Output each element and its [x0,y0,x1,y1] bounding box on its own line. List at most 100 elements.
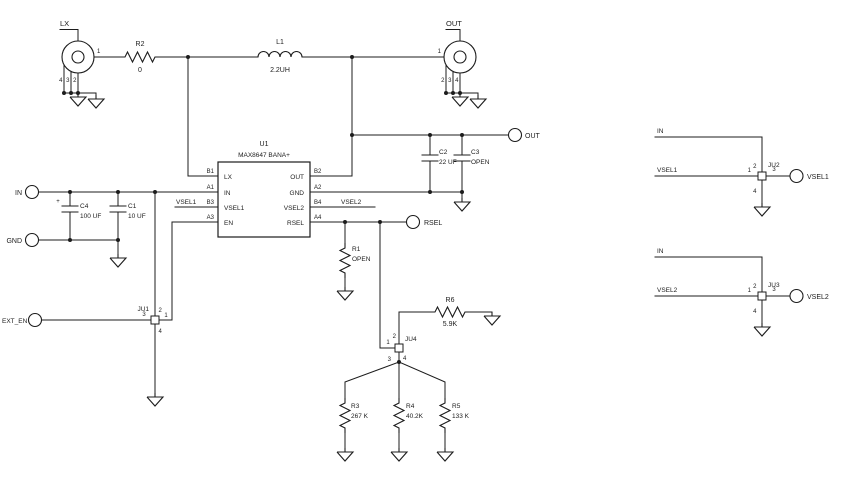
jumper-ju4-pin2: 2 [393,334,397,340]
capacitor-c2-value: 22 UF [439,159,457,166]
capacitor-c3-ref: C3 [471,149,480,156]
resistor-r1-ref: R1 [352,246,361,253]
net-gnd: GND [6,232,127,268]
jumper-ju4-pin1: 1 [386,340,390,346]
pin-designator-a3: A3 [207,215,215,221]
resistor-r6: R6 5.9K [429,297,501,328]
ic-u1-part: MAX8647 BANA+ [238,152,290,159]
pin-name-rsel: RSEL [287,220,304,227]
out-pin1-number: 1 [438,49,442,55]
jumper-ju4-pin3: 3 [388,357,392,363]
jumper-ju3-pad [757,291,767,301]
pin-designator-a1: A1 [207,185,215,191]
resistor-r3-value: 267 K [351,413,369,420]
terminal-rsel [405,214,421,230]
terminal-vsel1 [789,168,804,184]
out-pin4-number: 4 [455,78,459,84]
jumper-ju1: JU1 2 3 1 4 EXT_EN [2,191,219,407]
jumper-ju1-pin2: 2 [159,308,163,314]
lx-pin4-number: 4 [59,78,63,84]
jumper-ju3-pin1: 1 [748,288,752,294]
net-label-in: IN [657,248,664,255]
jumper-ju1-pin4: 4 [159,329,163,335]
jumper-ju1-pin3: 3 [142,312,146,318]
resistor-r4: R4 40.2K [390,397,424,462]
resistor-r6-value: 5.9K [443,321,458,328]
capacitor-c1-value: 10 UF [128,213,146,220]
terminal-in [24,184,40,200]
jumper-ju1-ref: JU1 [137,306,149,313]
terminal-gnd-label: GND [6,238,22,245]
net-label-vsel1: VSEL1 [657,167,678,174]
terminal-vsel1-label: VSEL1 [807,174,829,181]
capacitor-c3: C3 OPEN [453,134,490,193]
jumper-ju2: IN VSEL1 JU2 2 1 3 4 VSEL1 [654,128,829,217]
lx-pin3-number: 3 [66,78,70,84]
terminal-ext-en-label: EXT_EN [2,318,28,325]
ic-u1-body [217,161,311,238]
net-rsel: RSEL [309,214,442,230]
resistor-r5-value: 133 K [452,413,470,420]
pin-name-lx: LX [224,174,233,181]
terminal-rsel-label: RSEL [424,220,442,227]
resistor-r1-value: OPEN [352,256,371,263]
pin-name-vsel1: VSEL1 [224,205,245,212]
out-pin3-number: 3 [448,78,452,84]
jumper-ju2-pin4: 4 [753,189,757,195]
out-jack-inner [453,50,467,64]
capacitor-c4-value: 100 UF [80,213,101,220]
ic-u1-ref: U1 [260,141,269,148]
terminal-ext-en [27,312,43,328]
pin-name-out: OUT [290,174,304,181]
capacitor-c4-ref: C4 [80,203,89,210]
net-vsel2: VSEL2 [309,199,376,208]
pin-designator-b1: B1 [207,169,215,175]
lx-pin1-number: 1 [97,49,101,55]
pin-name-en: EN [224,220,233,227]
jumper-ju4-pad [394,343,404,353]
jumper-ju3-pin3: 3 [772,287,776,293]
jumper-ju4: JU4 1 2 3 4 [344,221,493,399]
lx-pin2-number: 2 [73,78,77,84]
pin-name-in: IN [224,190,231,197]
pin-designator-b3: B3 [207,200,215,206]
capacitor-c4: + C4 100 UF [56,191,101,241]
net-label-vsel2: VSEL2 [341,199,362,206]
ic-u1: U1 MAX8647 BANA+ LX IN VSEL1 EN OUT GND … [207,141,322,238]
pin-designator-b4: B4 [314,200,322,206]
pin-designator-a2: A2 [314,185,322,191]
inductor-l1-ref: L1 [276,39,284,46]
lx-connector-label: LX [60,19,69,28]
out-connector-label: OUT [446,19,462,28]
net-label-vsel2: VSEL2 [657,287,678,294]
jumper-ju4-ref: JU4 [405,336,417,343]
lx-jack-inner [71,50,85,64]
pin-designator-a4: A4 [314,215,322,221]
resistor-r1: R1 OPEN [336,221,371,301]
resistor-r6-ref: R6 [446,297,455,304]
jumper-ju3: IN VSEL2 JU3 2 1 3 4 VSEL2 [654,248,829,337]
capacitor-c1: C1 10 UF [109,191,146,241]
jumper-ju3-ref: JU3 [768,282,780,289]
net-label-in: IN [657,128,664,135]
jumper-ju1-pad [150,315,160,325]
inductor-l1-value: 2.2UH [270,67,290,74]
terminal-in-label: IN [15,190,22,197]
capacitor-c4-polarity: + [56,199,60,205]
net-gnd-caps [309,190,471,212]
resistor-r3: R3 267 K [336,397,369,462]
resistor-r5: R5 133 K [436,397,470,462]
net-vsel1: VSEL1 [174,199,219,208]
pin-name-gnd: GND [290,190,305,197]
net-in: IN [15,184,219,200]
jumper-ju3-pin4: 4 [753,309,757,315]
terminal-out [507,127,523,143]
jumper-ju2-pin3: 3 [772,167,776,173]
terminal-gnd [24,232,40,248]
jumper-ju2-ref: JU2 [768,162,780,169]
net-lx-to-b1 [187,56,219,177]
jumper-ju4-pin4: 4 [403,356,407,362]
resistor-r4-ref: R4 [406,403,415,410]
